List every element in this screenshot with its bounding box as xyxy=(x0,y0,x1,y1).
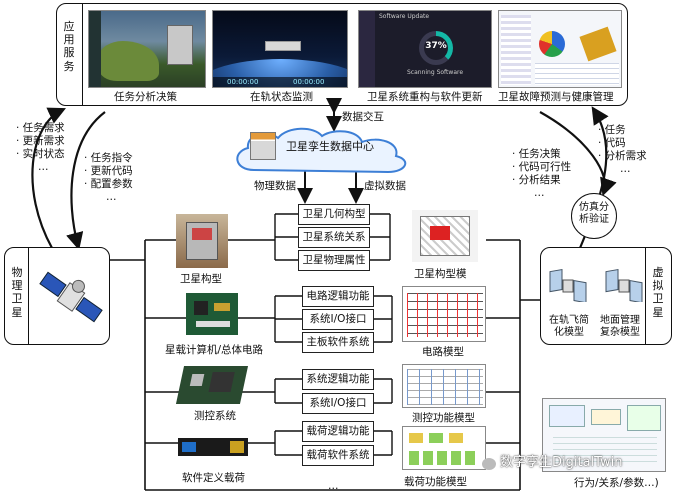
row-item: 系统I/O接口 xyxy=(302,393,374,414)
update-title: Software Update xyxy=(379,13,430,20)
tree-panel xyxy=(501,15,531,85)
terrain-shape xyxy=(99,41,159,81)
telemetry-time-1: 00:00:00 xyxy=(227,78,259,86)
list-item: · 配置参数 xyxy=(84,178,133,190)
list-item: … xyxy=(620,163,631,175)
row-item: 卫星系统关系 xyxy=(298,227,370,248)
list-item: · 任务需求 xyxy=(16,122,65,134)
row-name: 卫星构型 xyxy=(180,273,222,285)
list-item: · 更新需求 xyxy=(16,135,65,147)
ttc-system-photo xyxy=(175,366,249,404)
mission-analysis-screenshot xyxy=(88,10,206,88)
simulation-verification-node xyxy=(571,193,617,239)
cloud-shape xyxy=(236,127,407,174)
satellite-structure-model xyxy=(412,210,478,262)
cloud-label: 卫星孪生数据中心 xyxy=(286,140,374,153)
right-upward-list: · 任务 · 代码 · 分析需求 … xyxy=(598,124,647,176)
ttc-function-model-image xyxy=(402,364,486,408)
row-item: 载荷逻辑功能 xyxy=(302,421,374,442)
simplified-model-label: 在轨飞简化模型 xyxy=(549,315,589,338)
row-item: 卫星物理属性 xyxy=(298,250,370,271)
payload-photo xyxy=(178,438,248,456)
caption-orbit-monitoring: 在轨状态监测 xyxy=(250,91,313,103)
list-item: · 分析需求 xyxy=(598,150,647,162)
row-item: 系统I/O接口 xyxy=(302,309,374,330)
list-item: · 代码可行性 xyxy=(512,161,572,173)
wechat-icon xyxy=(482,458,496,470)
row-model: 载荷功能模型 xyxy=(404,476,467,488)
circuit-model-image xyxy=(402,286,486,342)
satellite-icon xyxy=(39,271,103,323)
list-item: · 代码 xyxy=(598,137,626,149)
row-item: 系统逻辑功能 xyxy=(302,369,374,390)
caption-mission-analysis: 任务分析决策 xyxy=(114,91,177,103)
system-model-screenshot xyxy=(542,398,666,472)
row-model: 电路模型 xyxy=(422,346,464,358)
row-name: 测控系统 xyxy=(194,410,236,422)
row-name: 软件定义载荷 xyxy=(182,472,245,484)
bus-ellipsis: … xyxy=(328,480,339,492)
telemetry-time-2: 00:00:00 xyxy=(293,78,325,86)
row-item: 卫星几何构型 xyxy=(298,204,370,225)
virtual-block-divider xyxy=(645,248,646,344)
complex-model-label: 地面管理复杂模型 xyxy=(600,315,640,338)
physical-block-divider xyxy=(28,248,29,344)
satellite-configuration-photo xyxy=(176,214,228,268)
data-grid xyxy=(535,63,619,85)
row-model: 卫星构型模 xyxy=(414,268,467,280)
panel-divider xyxy=(82,4,83,105)
server-icon xyxy=(250,132,276,160)
orbit-monitoring-screenshot: 00:00:00 00:00:00 xyxy=(212,10,348,88)
row-name: 星载计算机/总体电路 xyxy=(165,344,264,356)
row-item: 载荷软件系统 xyxy=(302,445,374,466)
caption-fault-prediction: 卫星故障预测与健康管理 xyxy=(498,91,614,103)
list-item: · 任务指令 xyxy=(84,152,133,164)
data-exchange-label: 数据交互 xyxy=(342,111,384,123)
onboard-computer-photo xyxy=(186,293,238,335)
pie-chart xyxy=(539,31,565,57)
telemetry-bar xyxy=(213,77,347,87)
physical-satellite-label: 物理卫星 xyxy=(11,266,23,319)
row-model: 测控功能模型 xyxy=(412,412,475,424)
list-item: … xyxy=(106,191,117,203)
right-downward-list: · 任务决策 · 代码可行性 · 分析结果 … xyxy=(512,148,571,200)
simplified-satellite-icon xyxy=(549,268,587,302)
fault-prediction-screenshot xyxy=(498,10,622,88)
left-upward-list: · 任务需求 · 更新需求 · 实时状态 … xyxy=(16,122,65,174)
list-item: … xyxy=(38,161,49,173)
software-update-screenshot: Software Update 37% Scanning Software xyxy=(358,10,492,88)
virtual-data-label: 虚拟数据 xyxy=(364,180,406,192)
left-downward-list: · 任务指令 · 更新代码 · 配置参数 … xyxy=(84,152,133,204)
complex-satellite-icon xyxy=(605,268,643,302)
behavior-relation-parameter-caption: 行为/关系/参数…) xyxy=(574,477,659,489)
list-item: · 任务 xyxy=(598,124,626,136)
row-item: 电路逻辑功能 xyxy=(302,286,374,307)
list-item: · 分析结果 xyxy=(512,174,561,186)
list-item: · 实时状态 xyxy=(16,148,65,160)
progress-ring: 37% xyxy=(419,31,453,65)
caption-software-update: 卫星系统重构与软件更新 xyxy=(367,91,483,103)
list-item: … xyxy=(534,187,545,199)
payload-function-model-image xyxy=(402,426,486,470)
row-item: 主板软件系统 xyxy=(302,332,374,353)
update-sidebar xyxy=(359,11,375,87)
application-services-label: 应用服务 xyxy=(63,20,75,73)
station-model xyxy=(265,41,301,51)
watermark: 数字孪生DigitalTwin xyxy=(500,455,623,470)
simulation-verification-label: 仿真分析验证 xyxy=(579,202,609,225)
virtual-satellite-block xyxy=(540,247,672,345)
virtual-satellite-label: 虚拟卫星 xyxy=(652,266,664,319)
physical-data-label: 物理数据 xyxy=(254,180,296,192)
list-item: · 更新代码 xyxy=(84,165,133,177)
satellite-marker xyxy=(167,25,193,65)
list-item: · 任务决策 xyxy=(512,148,561,160)
progress-percent: 37% xyxy=(425,41,447,51)
progress-caption: Scanning Software xyxy=(407,69,464,76)
side-toolbar xyxy=(89,11,101,87)
